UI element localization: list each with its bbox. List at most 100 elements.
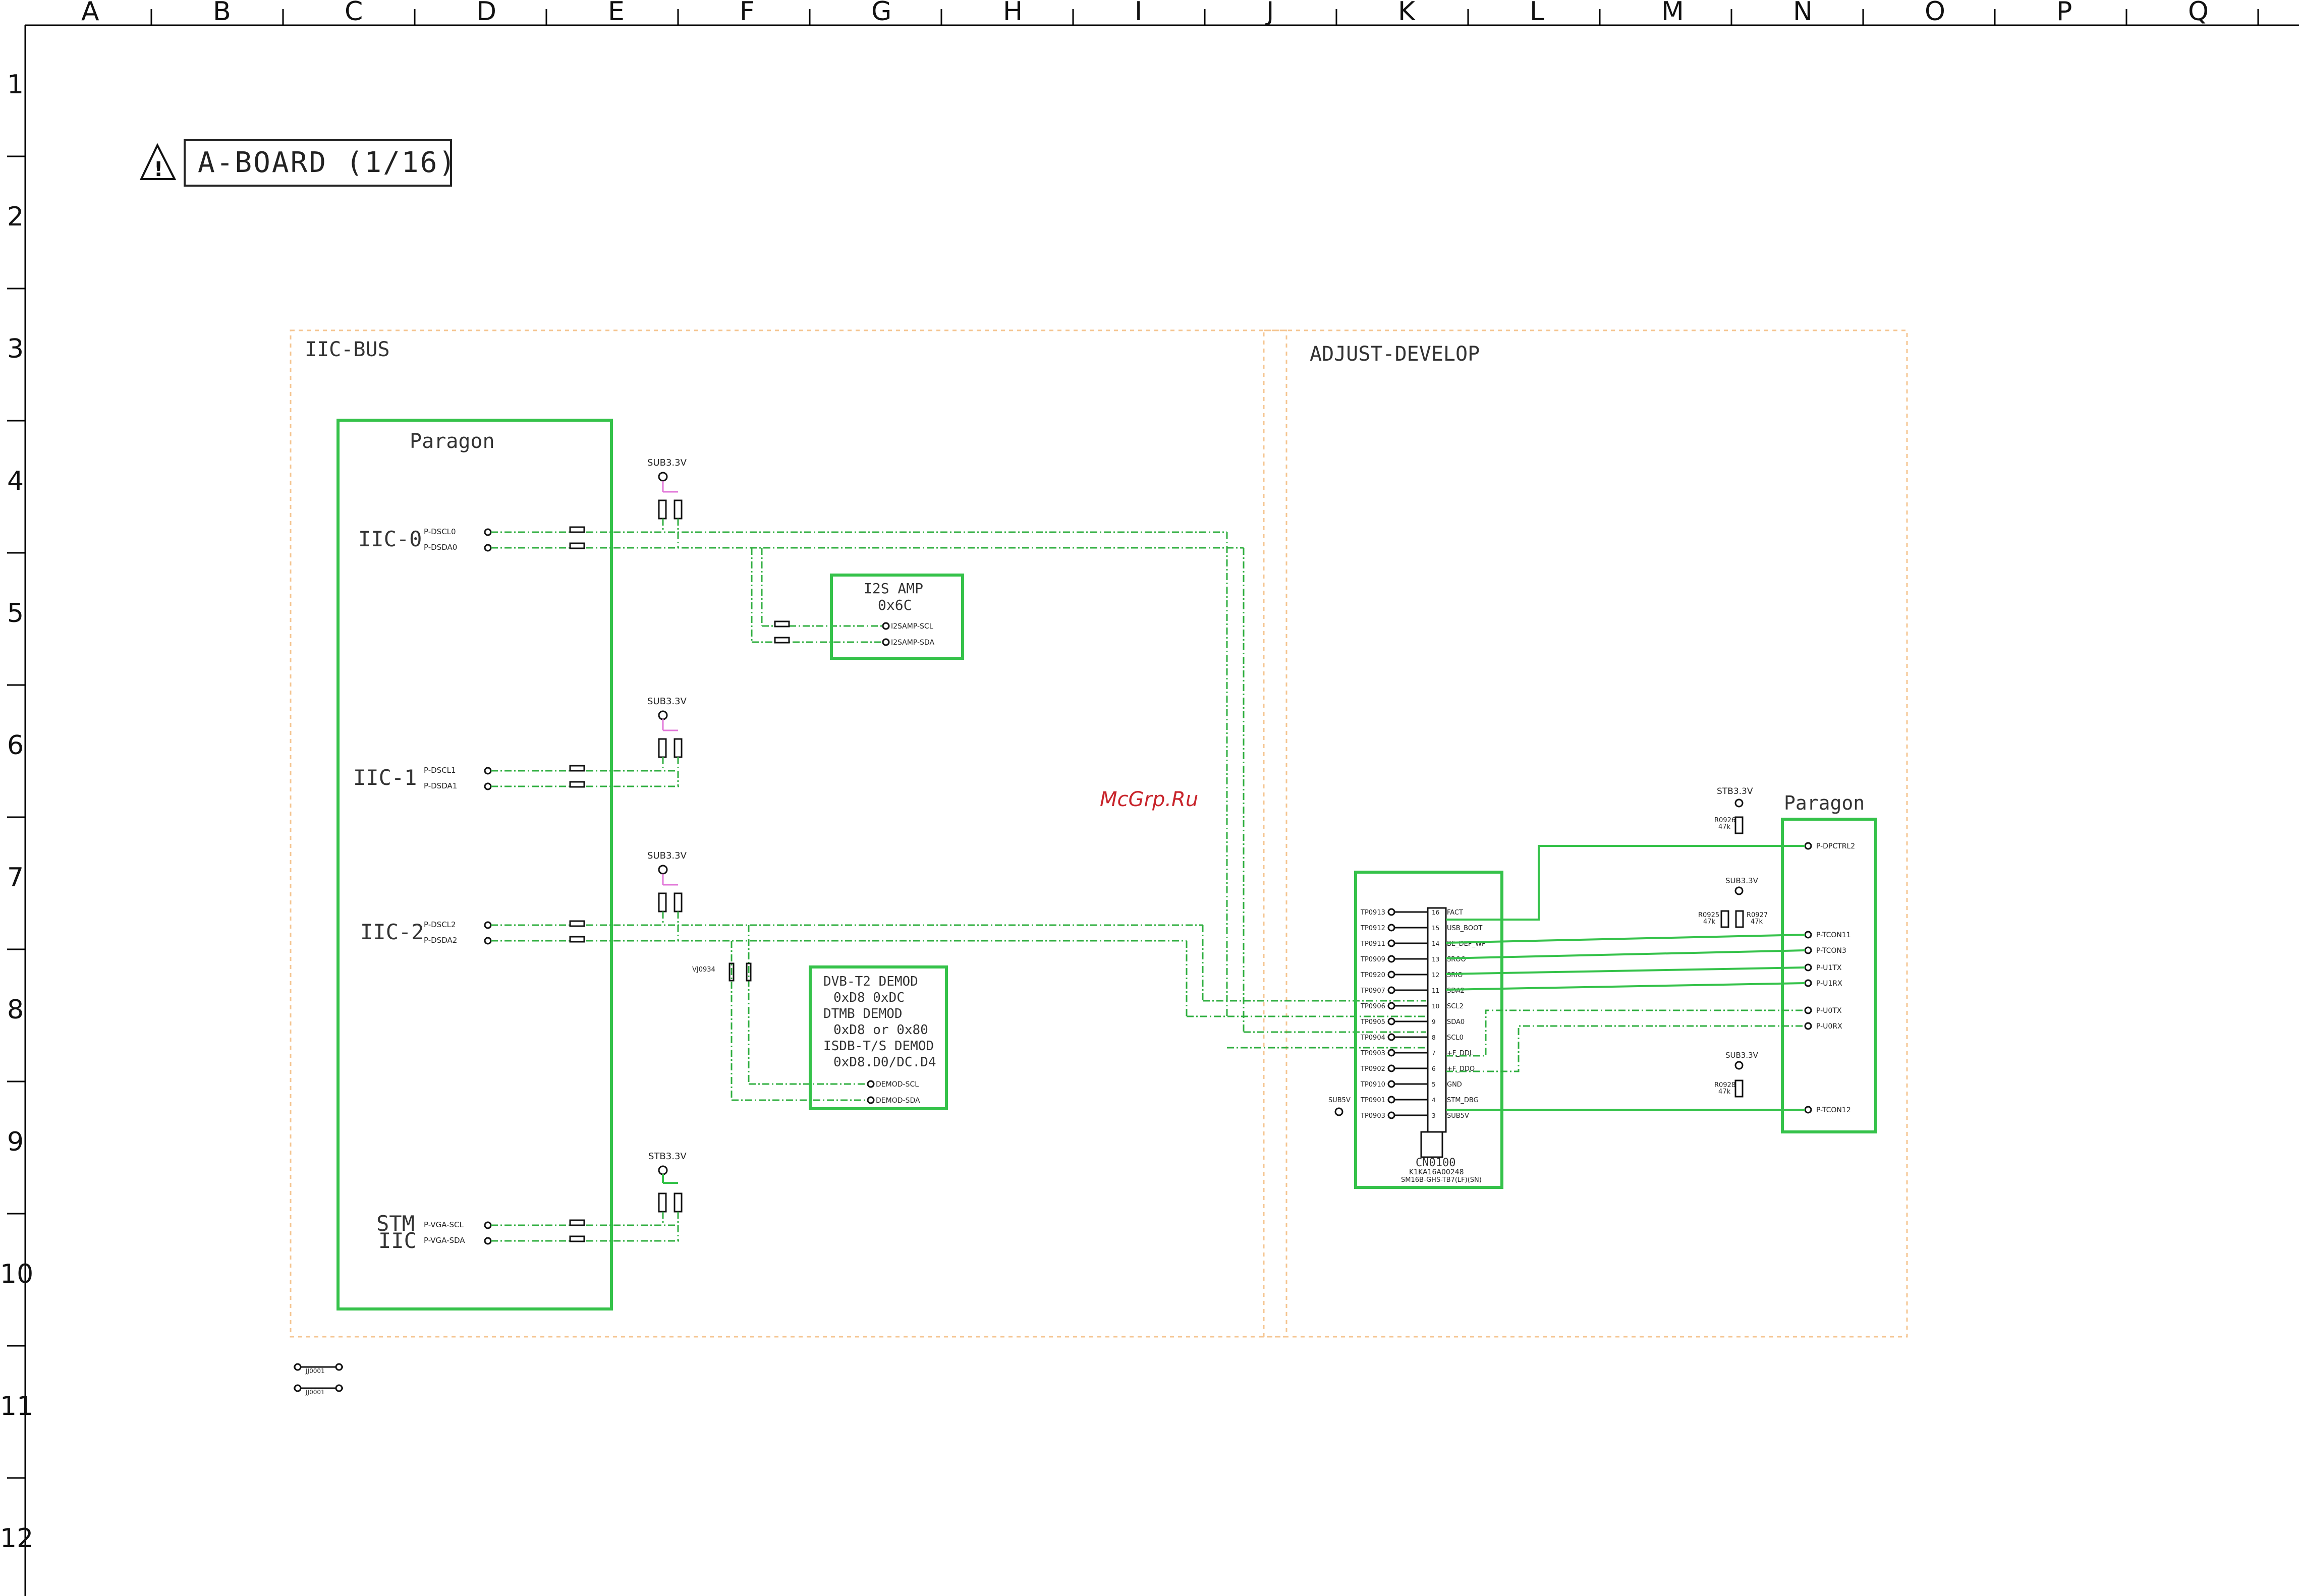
right-stb33: STB3.3V [1717,786,1753,796]
sig-p-dsda2: P-DSDA2 [424,936,457,945]
connector-pin-label: SUB5V [1447,1112,1469,1120]
row-label: 1 [7,70,24,100]
connector-pin-number: 9 [1432,1018,1436,1025]
paragon-right-signal: P-TCON12 [1816,1106,1851,1114]
pullup-iic0: SUB3.3V [569,458,687,549]
test-point [1387,908,1395,916]
demod-line-6: 0xD8.D0/DC.D4 [833,1055,936,1070]
row-label: 6 [7,730,24,761]
power-stb33: STB3.3V [648,1151,687,1162]
adjust-develop-section [1263,329,1908,1338]
column-label: D [476,0,496,27]
column-label: I [1135,0,1142,27]
paragon-right-pin [1804,1022,1812,1030]
connector-pin-number: 13 [1432,956,1439,963]
test-point [1387,1096,1395,1104]
paragon-right-signal: P-TCON3 [1816,947,1846,955]
paragon-right-pin [1804,1006,1812,1014]
test-point-label: TP0909 [1360,956,1385,963]
row-label: 4 [7,466,24,496]
connector-pin-label: GND [1447,1081,1462,1089]
test-point-label: TP0904 [1360,1034,1385,1042]
column-label: P [2056,0,2072,27]
test-point-label: TP0906 [1360,1003,1385,1010]
i2s-amp-title: I2S AMP [864,580,923,597]
paragon-right-label: Paragon [1784,792,1865,814]
row-label: 5 [7,598,24,629]
test-point [1387,1033,1395,1041]
connector-pin-number: 15 [1432,925,1439,932]
connector-pin-label: FACT [1447,909,1463,917]
row-label: 7 [7,863,24,893]
warning-icon [139,143,177,180]
sig-i2samp-sda: I2SAMP-SDA [891,639,934,647]
bus-iic0-name: IIC-0 [358,527,422,551]
connector-pin-number: 6 [1432,1065,1436,1072]
power-sub33-3: SUB3.3V [647,850,687,861]
jumpers: JJ0001 JJ0001 [294,1363,343,1396]
i2s-amp-block: I2S AMP 0x6C I2SAMP-SCL I2SAMP-SDA [774,574,964,660]
column-label: L [1530,0,1544,27]
right-sub33: SUB3.3V [1725,876,1759,885]
page-title: A-BOARD (1/16) [198,146,457,179]
bus-iic1-name: IIC-1 [353,765,417,790]
connector-pin-number: 5 [1432,1081,1436,1088]
test-point [1387,1002,1395,1010]
connector-pin-label: SDA0 [1447,1018,1465,1026]
demod-line-4: 0xD8 or 0x80 [833,1022,928,1038]
jumper-2: JJ0001 [305,1389,325,1396]
test-point [1387,924,1395,932]
connector-pin-label: USB_BOOT [1447,925,1482,932]
connector-pin-number: 7 [1432,1050,1436,1057]
connector-pin-label: STM_DBG [1447,1097,1479,1104]
paragon-right: Paragon P-DPCTRL2P-TCON11P-TCON3P-U1TXP-… [1445,786,1877,1133]
connector-pin-label: SRIO [1447,972,1463,979]
svg-text:!: ! [154,158,163,181]
connector-pin-label: SCL0 [1447,1034,1464,1042]
paragon-right-pin [1804,979,1812,987]
column-label: Q [2188,0,2209,27]
paragon-right-signal: P-U0RX [1816,1022,1842,1031]
power-sub33-1: SUB3.3V [647,458,687,468]
fb-vj0911 [569,542,585,549]
column-label: N [1793,0,1813,27]
demod-line-1: DVB-T2 DEMOD [823,974,918,989]
paragon-right-signal: P-DPCTRL2 [1816,842,1855,850]
column-label: O [1925,0,1945,27]
pullup-iic1: SUB3.3V [569,696,687,788]
test-point [1387,986,1395,994]
column-label: J [1265,0,1274,27]
row-label: 12 [0,1523,33,1554]
connector-power-label: SUB5V [1328,1097,1351,1104]
sig-p-dscl0: P-DSCL0 [424,527,456,536]
column-label: B [213,0,231,27]
connector-pin-number: 10 [1432,1003,1439,1010]
right-r1-ref: R0926 [1714,817,1735,824]
column-label: H [1003,0,1023,27]
power-sub33-2: SUB3.3V [647,696,687,707]
right-sub33-2: SUB3.3V [1725,1051,1759,1060]
right-r2-value: 47k [1703,918,1716,926]
iic-bus-wires [484,528,1426,1245]
paragon-right-pin [1804,931,1812,939]
drawing-frame [24,24,2299,1596]
connector-part: K1KA16A00248 [1409,1168,1464,1176]
sig-demod-sda: DEMOD-SDA [876,1097,920,1105]
test-point [1387,939,1395,947]
demod-line-5: ISDB-T/S DEMOD [823,1039,934,1054]
test-point [1387,955,1395,963]
paragon-left: Paragon IIC-0 IIC-1 IIC-2 STM IIC P-DSCL… [337,419,613,1310]
test-point-label: TP0905 [1360,1018,1385,1026]
connector-desc: SM16B-GHS-TB7(LF)(SN) [1401,1176,1482,1184]
test-point-label: TP0910 [1360,1081,1385,1089]
right-r4-value: 47k [1718,1088,1731,1096]
right-r3-ref: R0927 [1747,911,1768,919]
paragon-right-signal: P-U1TX [1816,964,1842,972]
row-label: 2 [7,202,24,232]
test-point-label: TP0912 [1360,925,1385,932]
test-point-label: TP0920 [1360,972,1385,979]
right-r2-ref: R0925 [1698,911,1719,919]
connector-pin-label: SDA2 [1447,987,1465,995]
column-label: M [1661,0,1684,27]
